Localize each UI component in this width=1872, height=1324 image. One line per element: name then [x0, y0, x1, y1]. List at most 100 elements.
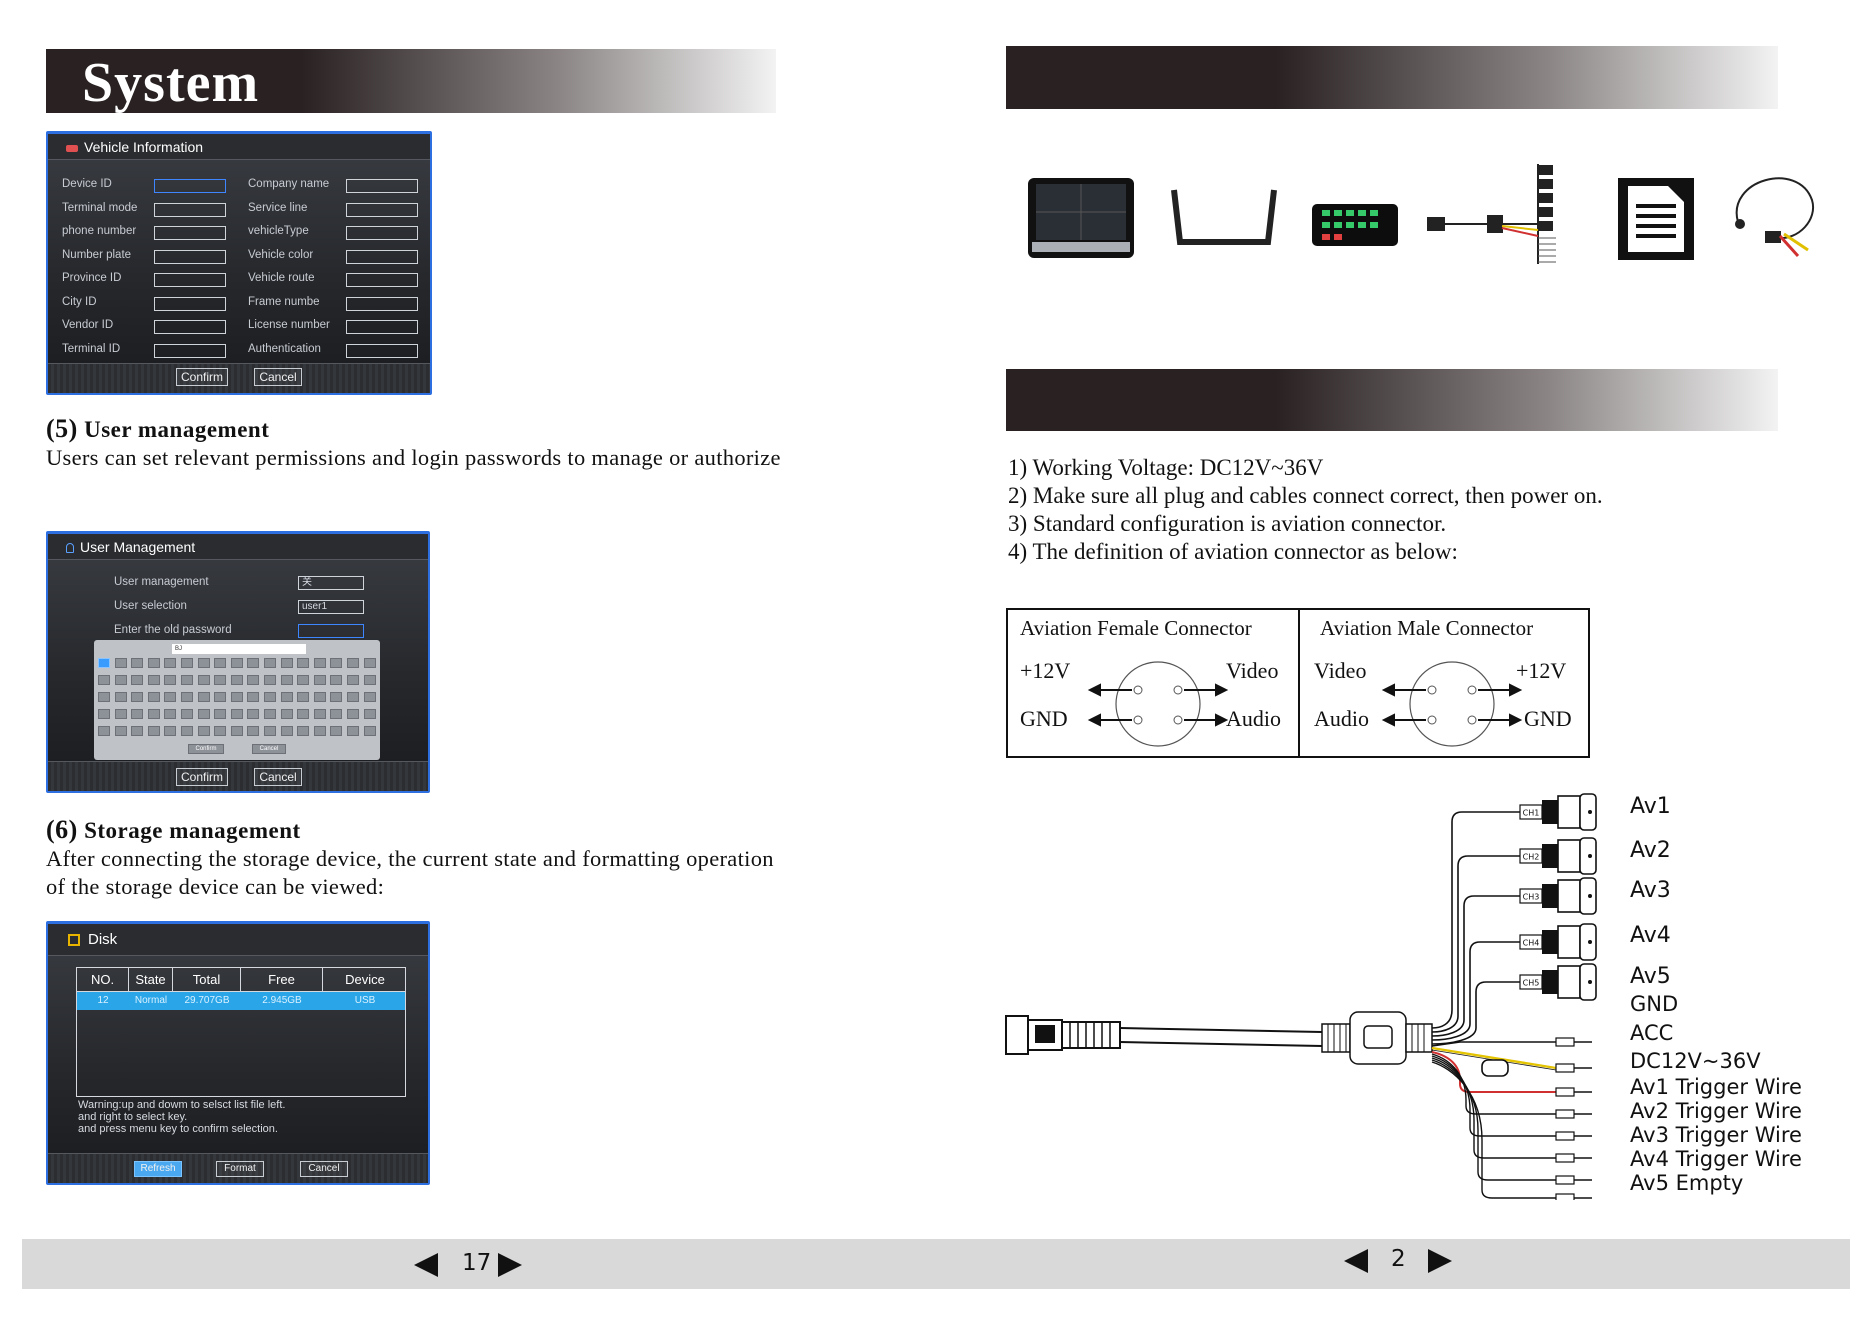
keyboard-key[interactable] [264, 726, 276, 736]
keyboard-key[interactable] [131, 709, 144, 719]
keyboard-key[interactable] [297, 692, 310, 702]
keyboard-key[interactable] [347, 692, 359, 702]
confirm-button[interactable]: Confirm [176, 768, 228, 786]
format-button[interactable]: Format [216, 1161, 264, 1177]
vehicle-field-input[interactable] [154, 202, 226, 217]
keyboard-key[interactable] [363, 675, 376, 685]
keyboard-key[interactable] [164, 709, 177, 719]
vehicle-field-input[interactable] [154, 179, 226, 193]
keyboard-key[interactable] [347, 675, 359, 685]
vehicle-field-input[interactable] [346, 296, 418, 311]
keyboard-key[interactable] [164, 726, 177, 736]
keyboard-key[interactable] [297, 658, 310, 668]
keyboard-key[interactable] [230, 709, 243, 719]
vehicle-field-input[interactable] [154, 343, 226, 358]
keyboard-key[interactable] [214, 658, 227, 668]
keyboard-key[interactable] [214, 726, 227, 736]
vehicle-field-input[interactable] [346, 249, 418, 264]
keyboard-key[interactable] [214, 692, 227, 702]
keyboard-key[interactable] [114, 709, 127, 719]
vehicle-field-input[interactable] [154, 249, 226, 264]
keyboard-key[interactable] [330, 709, 343, 719]
keyboard-key[interactable] [313, 692, 326, 702]
keyboard-key[interactable] [164, 692, 177, 702]
vehicle-field-input[interactable] [346, 179, 418, 193]
keyboard-key[interactable] [347, 658, 359, 668]
keyboard-key[interactable] [230, 726, 243, 736]
vehicle-field-input[interactable] [346, 273, 418, 287]
keyboard-key[interactable] [247, 675, 260, 685]
keyboard-key[interactable] [313, 675, 326, 685]
keyboard-key[interactable] [264, 675, 276, 685]
keyboard-key[interactable] [147, 709, 160, 719]
next-page-arrow-icon[interactable] [1428, 1249, 1452, 1273]
vehicle-field-input[interactable] [154, 226, 226, 240]
keyboard-key[interactable] [247, 692, 260, 702]
keyboard-key[interactable] [313, 726, 326, 736]
keyboard-key[interactable] [98, 692, 110, 702]
keyboard-key[interactable] [297, 709, 310, 719]
keyboard-key[interactable] [330, 658, 343, 668]
prev-page-arrow-icon[interactable] [414, 1253, 438, 1277]
keyboard-key[interactable] [197, 726, 210, 736]
cancel-button[interactable]: Cancel [254, 368, 302, 386]
keyboard-key[interactable] [230, 675, 243, 685]
keyboard-key[interactable] [363, 658, 376, 668]
vehicle-field-input[interactable] [154, 296, 226, 311]
confirm-button[interactable]: Confirm [176, 368, 228, 386]
keyboard-key[interactable] [330, 675, 343, 685]
keyboard-key[interactable] [98, 675, 110, 685]
keyboard-key[interactable] [264, 658, 276, 668]
user-management-select[interactable]: 关 [298, 576, 364, 590]
keyboard-key[interactable] [181, 692, 193, 702]
keyboard-key[interactable] [214, 709, 227, 719]
keyboard-key[interactable] [347, 709, 359, 719]
keyboard-key[interactable] [131, 726, 144, 736]
keyboard-key[interactable] [363, 709, 376, 719]
keyboard-key[interactable] [214, 675, 227, 685]
keyboard-key[interactable] [313, 658, 326, 668]
keyboard-key[interactable] [313, 709, 326, 719]
keyboard-key[interactable] [197, 692, 210, 702]
keyboard-key[interactable] [147, 658, 160, 668]
keyboard-key[interactable] [197, 658, 210, 668]
keyboard-key[interactable] [197, 709, 210, 719]
old-password-input[interactable] [298, 624, 364, 638]
keyboard-key[interactable] [280, 658, 293, 668]
keyboard-confirm-button[interactable]: Confirm [188, 744, 224, 754]
keyboard-key[interactable] [197, 675, 210, 685]
keyboard-key[interactable] [114, 675, 127, 685]
keyboard-key[interactable] [164, 658, 177, 668]
keyboard-key[interactable] [181, 726, 193, 736]
keyboard-key[interactable] [280, 709, 293, 719]
keyboard-key[interactable] [363, 726, 376, 736]
user-selection-select[interactable]: user1 [298, 600, 364, 614]
keyboard-key[interactable] [131, 658, 144, 668]
keyboard-key[interactable] [131, 675, 144, 685]
vehicle-field-input[interactable] [346, 226, 418, 240]
keyboard-key[interactable] [297, 726, 310, 736]
keyboard-key[interactable] [297, 675, 310, 685]
keyboard-key[interactable] [264, 709, 276, 719]
keyboard-key[interactable] [280, 692, 293, 702]
keyboard-key[interactable] [181, 709, 193, 719]
keyboard-key[interactable] [264, 692, 276, 702]
keyboard-key[interactable] [147, 692, 160, 702]
keyboard-key[interactable] [114, 726, 127, 736]
keyboard-key[interactable] [114, 658, 127, 668]
keyboard-key[interactable] [98, 709, 110, 719]
cancel-button[interactable]: Cancel [300, 1161, 348, 1177]
vehicle-field-input[interactable] [154, 273, 226, 287]
vehicle-field-input[interactable] [346, 202, 418, 217]
next-page-arrow-icon[interactable] [498, 1253, 522, 1277]
keyboard-key[interactable] [247, 709, 260, 719]
refresh-button[interactable]: Refresh [134, 1161, 182, 1177]
vehicle-field-input[interactable] [346, 343, 418, 358]
keyboard-key[interactable] [280, 675, 293, 685]
keyboard-key[interactable] [181, 658, 193, 668]
keyboard-key[interactable] [98, 658, 110, 668]
keyboard-key[interactable] [98, 726, 110, 736]
keyboard-key[interactable] [280, 726, 293, 736]
vehicle-field-input[interactable] [154, 320, 226, 334]
keyboard-key[interactable] [330, 726, 343, 736]
